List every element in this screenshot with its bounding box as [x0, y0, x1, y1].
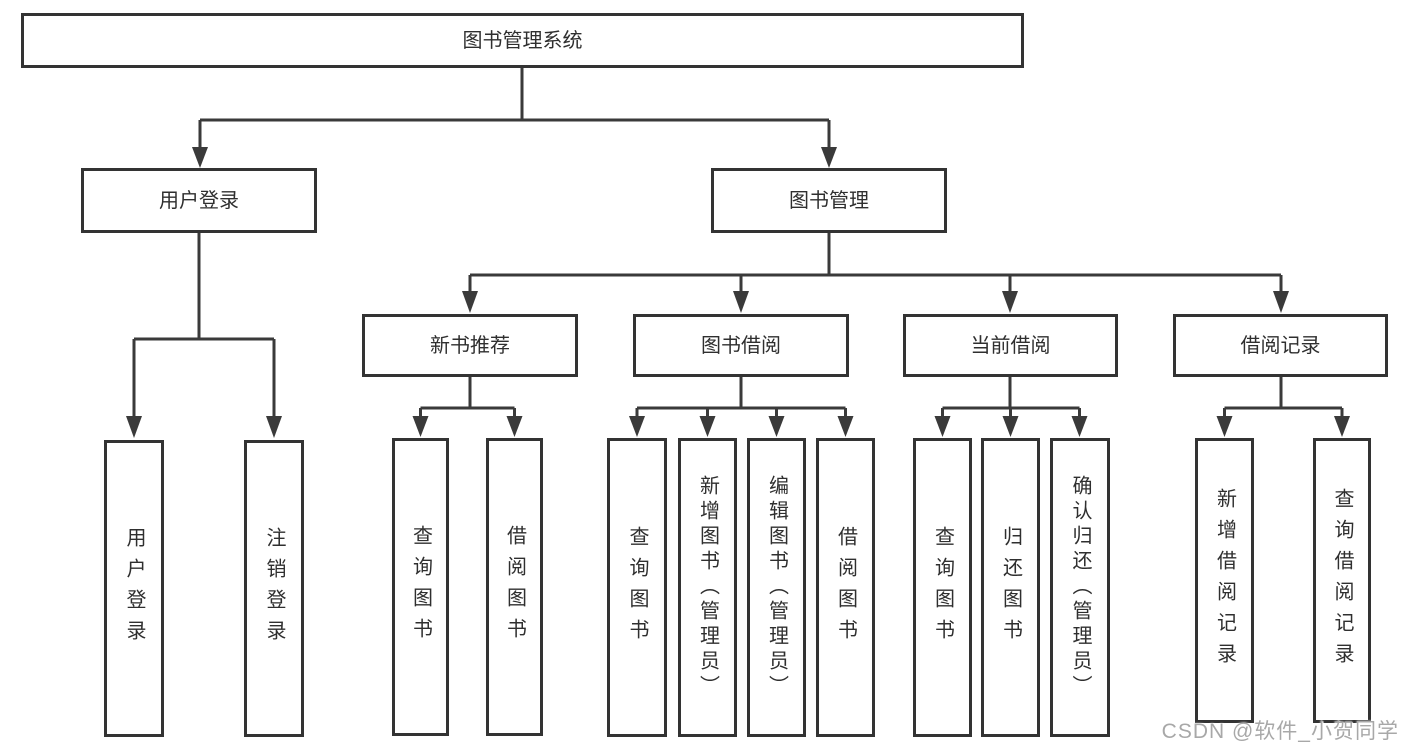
- node-user-login: 用户登录: [81, 168, 317, 233]
- node-label: 新书推荐: [430, 334, 510, 357]
- arrowhead: [1216, 416, 1233, 437]
- arrowhead: [1334, 416, 1350, 437]
- leaf-query-books-recommend: 查询图书: [392, 438, 449, 736]
- arrowhead: [821, 147, 837, 168]
- leaf-return-books: 归还图书: [981, 438, 1040, 737]
- node-label: 图书管理: [789, 189, 869, 212]
- leaf-query-borrow-record: 查询借阅记录: [1313, 438, 1371, 723]
- node-book-management: 图书管理: [711, 168, 947, 233]
- arrowhead: [837, 416, 854, 437]
- node-current-borrow: 当前借阅: [903, 314, 1118, 377]
- arrowhead: [1002, 416, 1019, 437]
- node-label: 查询借阅记录: [1331, 487, 1353, 674]
- leaf-add-borrow-record: 新增借阅记录: [1195, 438, 1254, 723]
- connector-book-mgmt-split: [462, 233, 1289, 313]
- leaf-borrow-books-recommend: 借阅图书: [486, 438, 543, 736]
- node-new-book-recommend: 新书推荐: [362, 314, 578, 377]
- arrowhead: [934, 416, 951, 437]
- connector-book-borrow-split: [629, 377, 854, 437]
- arrowhead: [192, 147, 208, 168]
- arrowhead: [266, 416, 282, 438]
- connector-root-to-level2: [192, 68, 837, 168]
- node-label: 新增图书（管理员）: [696, 475, 719, 700]
- arrowhead: [699, 416, 716, 437]
- node-label: 编辑图书（管理员）: [765, 475, 788, 700]
- leaf-edit-books-admin: 编辑图书（管理员）: [747, 438, 806, 737]
- csdn-watermark: CSDN @软件_小贺同学: [1161, 720, 1399, 743]
- connector-borrow-record-split: [1216, 377, 1350, 437]
- node-label: 用户登录: [159, 189, 239, 212]
- node-label: 确认归还（管理员）: [1069, 475, 1091, 700]
- arrowhead: [126, 416, 142, 438]
- arrowhead: [733, 291, 749, 313]
- leaf-query-books-current: 查询图书: [913, 438, 972, 737]
- arrowhead: [412, 416, 429, 437]
- node-label: 用户登录: [123, 526, 145, 651]
- leaf-borrow-books: 借阅图书: [816, 438, 875, 737]
- arrowhead: [1273, 291, 1289, 313]
- node-label: 查询图书: [409, 525, 432, 649]
- leaf-query-books-borrow: 查询图书: [607, 438, 667, 737]
- arrowhead: [629, 416, 645, 437]
- leaf-user-login: 用户登录: [104, 440, 164, 737]
- node-label: 借阅图书: [834, 525, 857, 650]
- node-label: 借阅记录: [1240, 334, 1321, 357]
- node-label: 图书借阅: [701, 334, 781, 357]
- arrowhead: [1002, 291, 1018, 313]
- leaf-confirm-return-admin: 确认归还（管理员）: [1050, 438, 1110, 737]
- arrowhead: [1071, 416, 1088, 437]
- node-label: 归还图书: [999, 525, 1022, 650]
- node-label: 图书管理系统: [462, 29, 583, 52]
- node-label: 查询图书: [626, 525, 648, 650]
- leaf-add-books-admin: 新增图书（管理员）: [678, 438, 737, 737]
- connector-new-book-split: [412, 377, 523, 437]
- arrowhead: [768, 416, 785, 437]
- node-root-system: 图书管理系统: [21, 13, 1024, 68]
- node-borrow-record: 借阅记录: [1173, 314, 1388, 377]
- leaf-logout: 注销登录: [244, 440, 304, 737]
- arrowhead: [506, 416, 523, 437]
- node-label: 新增借阅记录: [1213, 487, 1236, 674]
- arrowhead: [462, 291, 478, 313]
- node-book-borrow: 图书借阅: [633, 314, 849, 377]
- connector-user-login-split: [126, 233, 282, 438]
- node-label: 查询图书: [931, 525, 954, 650]
- node-label: 借阅图书: [503, 525, 526, 649]
- node-label: 注销登录: [263, 526, 285, 651]
- node-label: 当前借阅: [970, 334, 1051, 357]
- connector-current-borrow-split: [934, 377, 1088, 437]
